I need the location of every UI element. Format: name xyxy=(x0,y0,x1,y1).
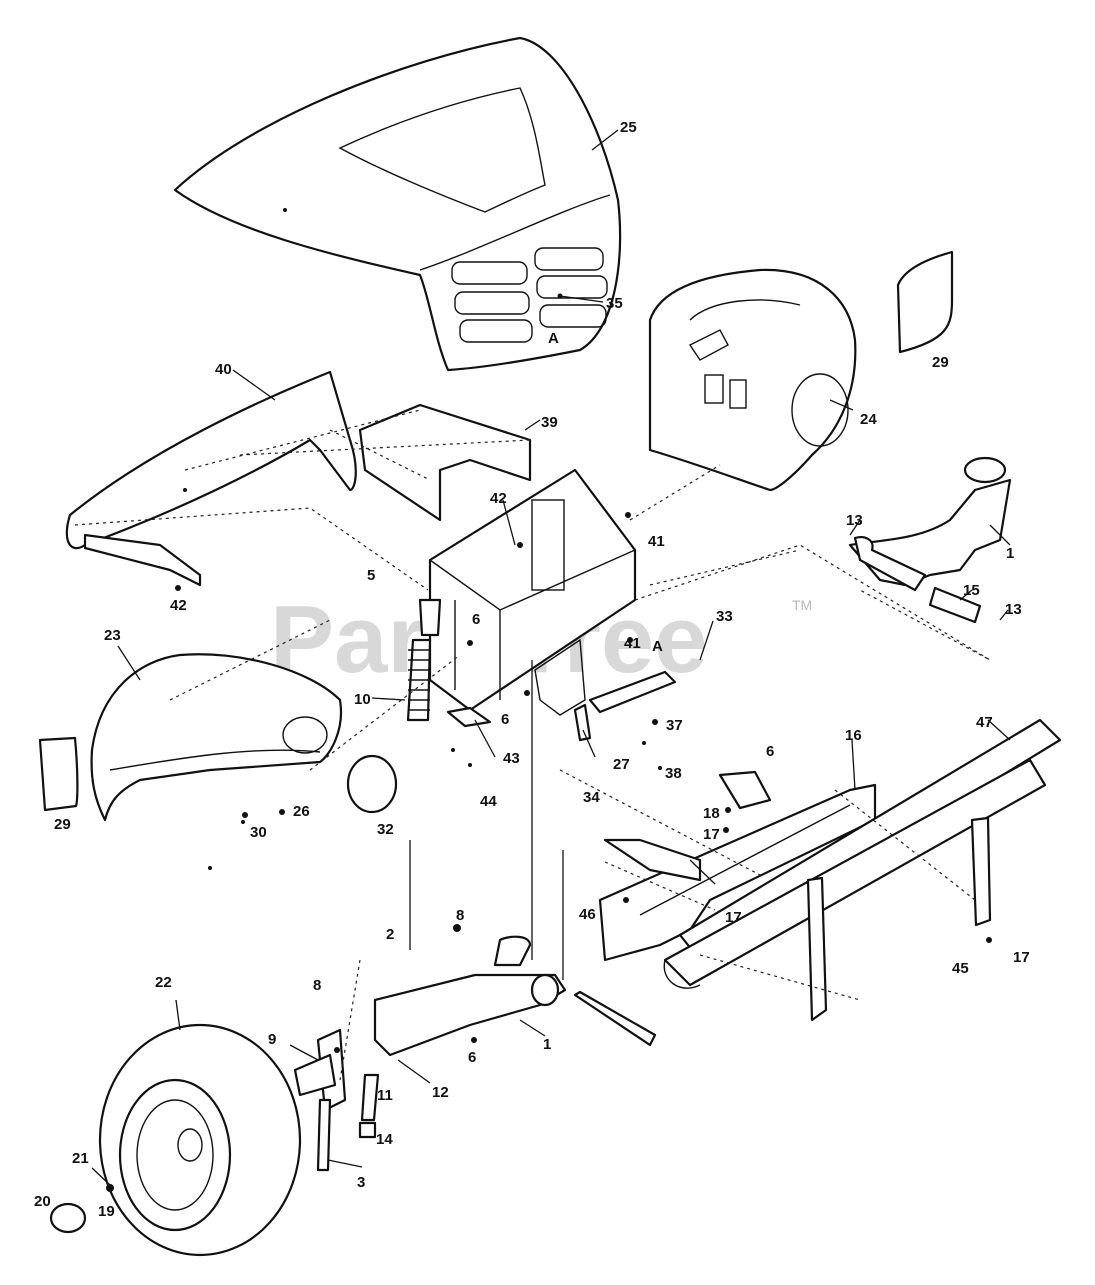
front-axle-upper xyxy=(848,456,1012,624)
watermark-tm: TM xyxy=(792,597,812,613)
callout-18: 18 xyxy=(703,805,720,822)
callout-20: 20 xyxy=(34,1193,51,1210)
callout-37: 37 xyxy=(666,717,683,734)
callout-45: 45 xyxy=(952,960,969,977)
side-panel-right xyxy=(896,250,954,354)
callout-42-top: 42 xyxy=(490,490,507,507)
strap xyxy=(573,703,592,742)
callout-8-top: 8 xyxy=(456,907,464,924)
headlight xyxy=(346,754,398,814)
callout-44: 44 xyxy=(480,793,497,810)
callout-5: 5 xyxy=(367,567,375,584)
main-frame xyxy=(428,468,637,716)
support-bracket xyxy=(358,403,532,522)
callout-30: 30 xyxy=(250,824,267,841)
callout-23: 23 xyxy=(104,627,121,644)
view-marker-a-frame: A xyxy=(652,638,663,655)
callout-6-bumper: 6 xyxy=(766,743,774,760)
callout-47: 47 xyxy=(976,714,993,731)
view-marker-a-hood: A xyxy=(548,330,559,347)
plate xyxy=(446,706,492,728)
callout-41-mid: 41 xyxy=(624,635,641,652)
bushing-14 xyxy=(358,1121,377,1139)
callout-32: 32 xyxy=(377,821,394,838)
callout-15: 15 xyxy=(963,582,980,599)
callout-25: 25 xyxy=(620,119,637,136)
callout-35: 35 xyxy=(606,295,623,312)
callout-33: 33 xyxy=(716,608,733,625)
callout-11: 11 xyxy=(377,1087,393,1104)
callout-39: 39 xyxy=(541,414,558,431)
callout-43: 43 xyxy=(503,750,520,767)
dash-panel xyxy=(648,268,857,492)
cross-support xyxy=(65,370,357,587)
pin-11 xyxy=(360,1073,380,1122)
callout-6-lower: 6 xyxy=(501,711,509,728)
mount-bar xyxy=(588,670,677,714)
callouts: 25 35 29 24 40 39 42 41 13 1 15 13 5 6 2… xyxy=(34,119,1030,1220)
callout-8-bottom: 8 xyxy=(313,977,321,994)
callout-24: 24 xyxy=(860,411,877,428)
callout-19: 19 xyxy=(98,1203,115,1220)
side-panel-left xyxy=(38,736,79,812)
callout-17-c: 17 xyxy=(1013,949,1030,966)
shock-absorber xyxy=(406,598,442,722)
callout-27: 27 xyxy=(613,756,630,773)
callout-29-right: 29 xyxy=(932,354,949,371)
guide-lines xyxy=(409,660,564,980)
callout-38: 38 xyxy=(665,765,682,782)
callout-46: 46 xyxy=(579,906,596,923)
long-bolt xyxy=(573,990,657,1047)
callout-13-top: 13 xyxy=(846,512,863,529)
hood xyxy=(173,36,622,372)
front-axle-lower xyxy=(373,935,567,1057)
callout-34: 34 xyxy=(583,789,600,806)
callout-40: 40 xyxy=(215,361,232,378)
bumper-frame xyxy=(598,770,877,962)
callout-21: 21 xyxy=(72,1150,89,1167)
callout-9: 9 xyxy=(268,1031,276,1048)
callout-29-left: 29 xyxy=(54,816,71,833)
brush-guard xyxy=(663,718,1062,1022)
callout-2: 2 xyxy=(386,926,394,943)
callout-12: 12 xyxy=(432,1084,449,1101)
callout-17-a: 17 xyxy=(703,826,720,843)
callout-14: 14 xyxy=(376,1131,393,1148)
callout-6-frame: 6 xyxy=(472,611,480,628)
callout-3: 3 xyxy=(357,1174,365,1191)
tire-wheel xyxy=(98,1023,302,1257)
callout-17-b: 17 xyxy=(725,909,742,926)
callout-42-left: 42 xyxy=(170,597,187,614)
callout-1-bottom: 1 xyxy=(543,1036,551,1053)
hardware xyxy=(106,488,992,1192)
alignment-lines xyxy=(74,409,991,1081)
callout-13-bottom: 13 xyxy=(1005,601,1022,618)
callout-1-top: 1 xyxy=(1006,545,1014,562)
callout-22: 22 xyxy=(155,974,172,991)
callout-6-axle: 6 xyxy=(468,1049,476,1066)
leader-lines xyxy=(91,129,1011,1186)
callout-41-top: 41 xyxy=(648,533,665,550)
callout-10: 10 xyxy=(354,691,371,708)
callout-16: 16 xyxy=(845,727,862,744)
hub-cap xyxy=(49,1202,87,1234)
fender-left xyxy=(90,653,343,822)
callout-26: 26 xyxy=(293,803,310,820)
